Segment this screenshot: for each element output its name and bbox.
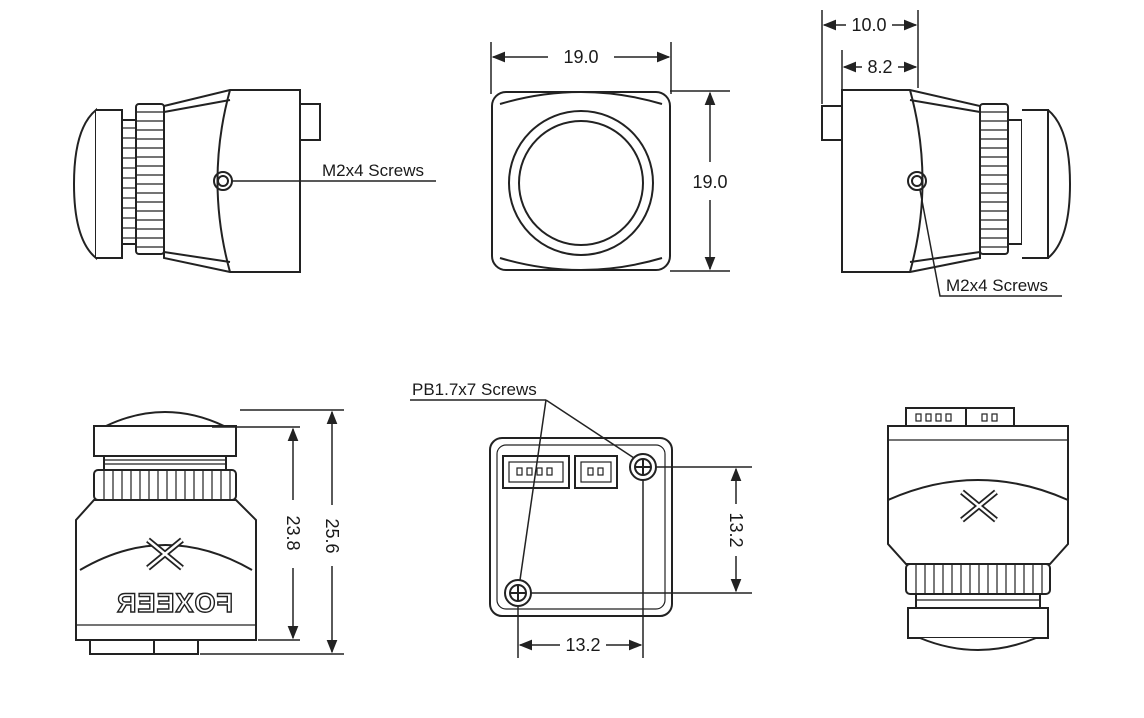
left-screw-label: M2x4 Screws xyxy=(322,161,424,180)
front-width-value: 19.0 xyxy=(563,47,598,67)
right-screw-label: M2x4 Screws xyxy=(946,276,1048,295)
rear-screw-label: PB1.7x7 Screws xyxy=(412,380,537,399)
rear-view xyxy=(489,437,673,617)
left-screw-callout: M2x4 Screws xyxy=(232,161,436,182)
top-view xyxy=(75,411,257,655)
overall-height-value: 25.6 xyxy=(322,518,342,553)
top-view-height-dimensions: 23.8 25.6 xyxy=(200,409,344,655)
front-height-value: 19.0 xyxy=(692,172,727,192)
front-height-dimension: 19.0 xyxy=(670,90,730,272)
overall-depth-value: 10.0 xyxy=(851,15,886,35)
rear-hole-dimensions: 13.2 13.2 xyxy=(517,466,752,658)
brand-wordmark: FOXEER xyxy=(116,588,233,618)
right-screw-callout: M2x4 Screws xyxy=(919,189,1062,297)
rear-vertical-value: 13.2 xyxy=(726,512,746,547)
rear-horizontal-value: 13.2 xyxy=(565,635,600,655)
rear-screw-callout: PB1.7x7 Screws xyxy=(410,380,635,581)
side-view-right xyxy=(821,89,1072,273)
front-width-dimension: 19.0 xyxy=(490,42,672,94)
bottom-view xyxy=(887,407,1069,651)
front-view xyxy=(491,91,671,271)
right-depth-dimensions: 10.0 8.2 xyxy=(821,10,919,104)
body-depth-value: 8.2 xyxy=(867,57,892,77)
inner-height-value: 23.8 xyxy=(283,515,303,550)
